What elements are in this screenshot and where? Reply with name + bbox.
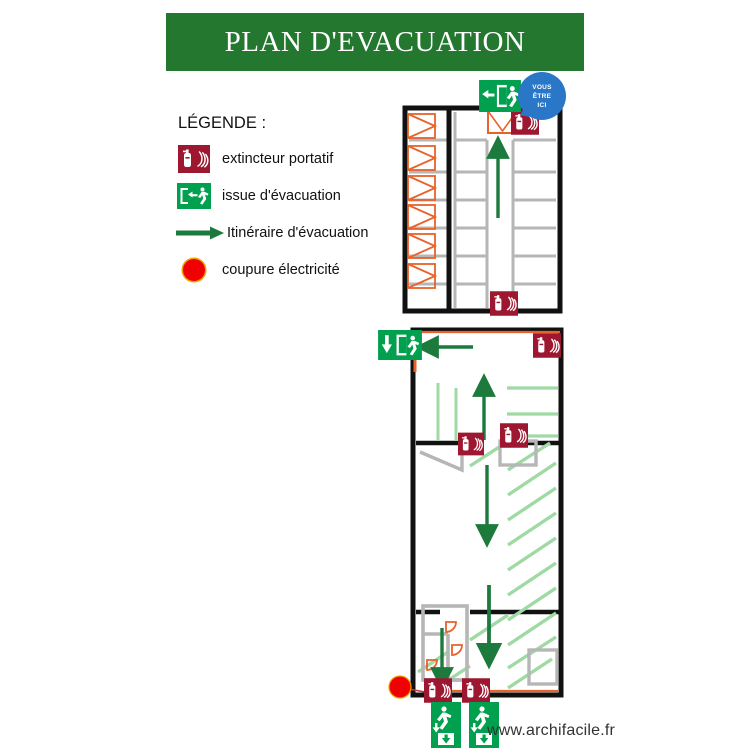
power-cut-dot [183, 259, 205, 281]
garage-bay-symbols [407, 113, 438, 289]
extinguisher-lower-midright [500, 423, 528, 448]
legend-label-coupure: coupure électricité [222, 262, 340, 278]
extinguisher-lower-topright [533, 333, 561, 358]
legend-item-coupure: coupure électricité [176, 254, 406, 286]
legend-panel: LÉGENDE : extincteur portatif [176, 114, 406, 291]
extinguisher-lower-midleft [458, 432, 484, 456]
exit-sign-bottom-left [431, 702, 461, 748]
upper-partitions [409, 112, 556, 308]
lower-building [378, 327, 564, 748]
you-are-here-line3: ICI [537, 101, 547, 109]
legend-label-itineraire: Itinéraire d'évacuation [227, 225, 369, 241]
legend-item-itineraire: Itinéraire d'évacuation [176, 217, 406, 249]
legend-item-extincteur: extincteur portatif [176, 143, 406, 175]
fire-extinguisher-glyph [178, 145, 210, 173]
page-title: PLAN D'EVACUATION [224, 25, 526, 58]
exit-sign-upper-top [479, 80, 521, 112]
upper-building [402, 80, 563, 316]
legend-label-extincteur: extincteur portatif [222, 151, 334, 167]
extinguisher-lower-bottomleft [424, 678, 452, 703]
upper-building-outline [402, 105, 563, 314]
exit-sign-lower-left [378, 330, 422, 360]
you-are-here-badge: VOUS ÊTRE ICI [518, 72, 566, 120]
you-are-here-line2: ÊTRE [532, 92, 552, 100]
page-title-banner: PLAN D'EVACUATION [166, 13, 584, 71]
extinguisher-lower-bottomright [462, 678, 490, 703]
lower-left-stripes [436, 383, 458, 441]
site-watermark: www.archifacile.fr [487, 722, 616, 739]
extinguisher-upper-bottom [490, 291, 518, 316]
legend-item-issue: issue d'évacuation [176, 180, 406, 212]
you-are-here-line1: VOUS [532, 83, 552, 91]
legend-heading: LÉGENDE : [178, 114, 267, 132]
door-swing-arcs [426, 621, 463, 671]
evacuation-arrow-icon [176, 226, 226, 240]
fire-extinguisher-icon [176, 145, 212, 173]
power-cut-icon [176, 259, 212, 281]
emergency-exit-glyph [177, 183, 211, 209]
evacuation-arrow-glyph [176, 226, 224, 240]
emergency-exit-icon [176, 183, 212, 209]
legend-label-issue: issue d'évacuation [222, 188, 341, 204]
